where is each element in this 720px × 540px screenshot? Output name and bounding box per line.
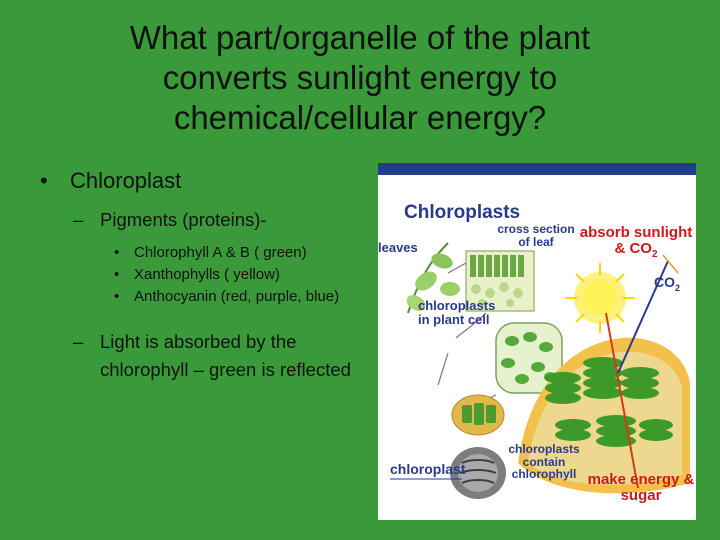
chloroplast-diagram: Chloroplasts cross section of leaf leave… — [378, 163, 696, 520]
label-absorb: absorb sunlight & CO2 — [579, 224, 693, 260]
slide-title: What part/organelle of the plant convert… — [60, 18, 660, 138]
label-co2-sub: 2 — [675, 282, 681, 293]
diagram-title: Chloroplasts — [404, 202, 521, 223]
bullet-list: Chloroplast Pigments (proteins)- Chlorop… — [40, 166, 370, 384]
title-line-2: converts sunlight energy to — [162, 59, 558, 96]
label-absorb-text: absorb sunlight & CO — [579, 224, 693, 257]
diagram-top-bar — [378, 163, 696, 175]
label-make-energy: make energy & sugar — [587, 471, 695, 504]
bullet-light-absorbed: Light is absorbed by the chlorophyll – g… — [40, 328, 370, 384]
diagram-art — [390, 242, 690, 499]
label-co2: CO2 — [654, 275, 680, 293]
bullet-pigments: Pigments (proteins)- — [40, 206, 370, 234]
label-contain-chlorophyll: chloroplasts contain chlorophyll — [508, 442, 580, 482]
bullet-xanthophylls: Xanthophylls ( yellow) — [40, 264, 370, 286]
label-cross-section: cross section of leaf — [497, 222, 575, 249]
label-leaves: leaves — [378, 240, 418, 255]
label-co2-text: CO — [654, 274, 675, 290]
bullet-anthocyanin: Anthocyanin (red, purple, blue) — [40, 286, 370, 308]
title-line-3: chemical/cellular energy? — [173, 99, 547, 136]
bullet-chloroplast: Chloroplast — [40, 166, 370, 196]
title-line-1: What part/organelle of the plant — [129, 19, 591, 56]
bullet-chlorophyll: Chlorophyll A & B ( green) — [40, 242, 370, 264]
label-chloroplasts-in-cell: chloroplasts in plant cell — [418, 298, 496, 327]
label-chloroplast: chloroplast — [390, 461, 466, 477]
